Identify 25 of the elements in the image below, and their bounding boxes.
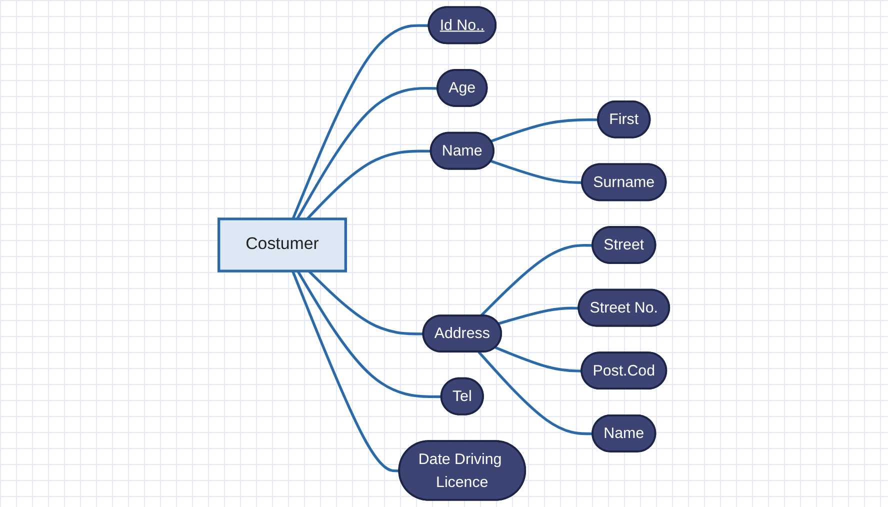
connector-line bbox=[291, 270, 400, 472]
attribute-ellipse: Street No. bbox=[578, 288, 670, 327]
attribute-ellipse: First bbox=[597, 100, 651, 138]
connector-line bbox=[480, 244, 593, 317]
attribute-ellipse: Surname bbox=[581, 163, 667, 202]
connector-line bbox=[478, 351, 593, 436]
connector-line bbox=[308, 270, 424, 336]
connector-line bbox=[296, 270, 442, 398]
attribute-ellipse: Id No.. bbox=[428, 6, 497, 44]
attribute-ellipse: Tel bbox=[440, 377, 484, 416]
attribute-ellipse: Name bbox=[430, 132, 494, 170]
attribute-ellipse: Name bbox=[592, 414, 656, 452]
connector-line bbox=[490, 160, 582, 184]
connector-line bbox=[306, 150, 432, 220]
attribute-ellipse: Street bbox=[592, 226, 656, 264]
connector-line bbox=[292, 24, 430, 220]
connector-line bbox=[494, 346, 582, 372]
entity-box: Costumer bbox=[218, 218, 347, 272]
attribute-ellipse: Age bbox=[436, 69, 488, 107]
attribute-ellipse: Address bbox=[422, 314, 502, 352]
connector-line bbox=[490, 118, 598, 143]
attribute-ellipse: Post.Cod bbox=[580, 352, 668, 390]
connector-line bbox=[498, 306, 580, 325]
connector-line bbox=[296, 87, 438, 220]
attribute-ellipse: Date Driving Licence bbox=[398, 440, 526, 501]
